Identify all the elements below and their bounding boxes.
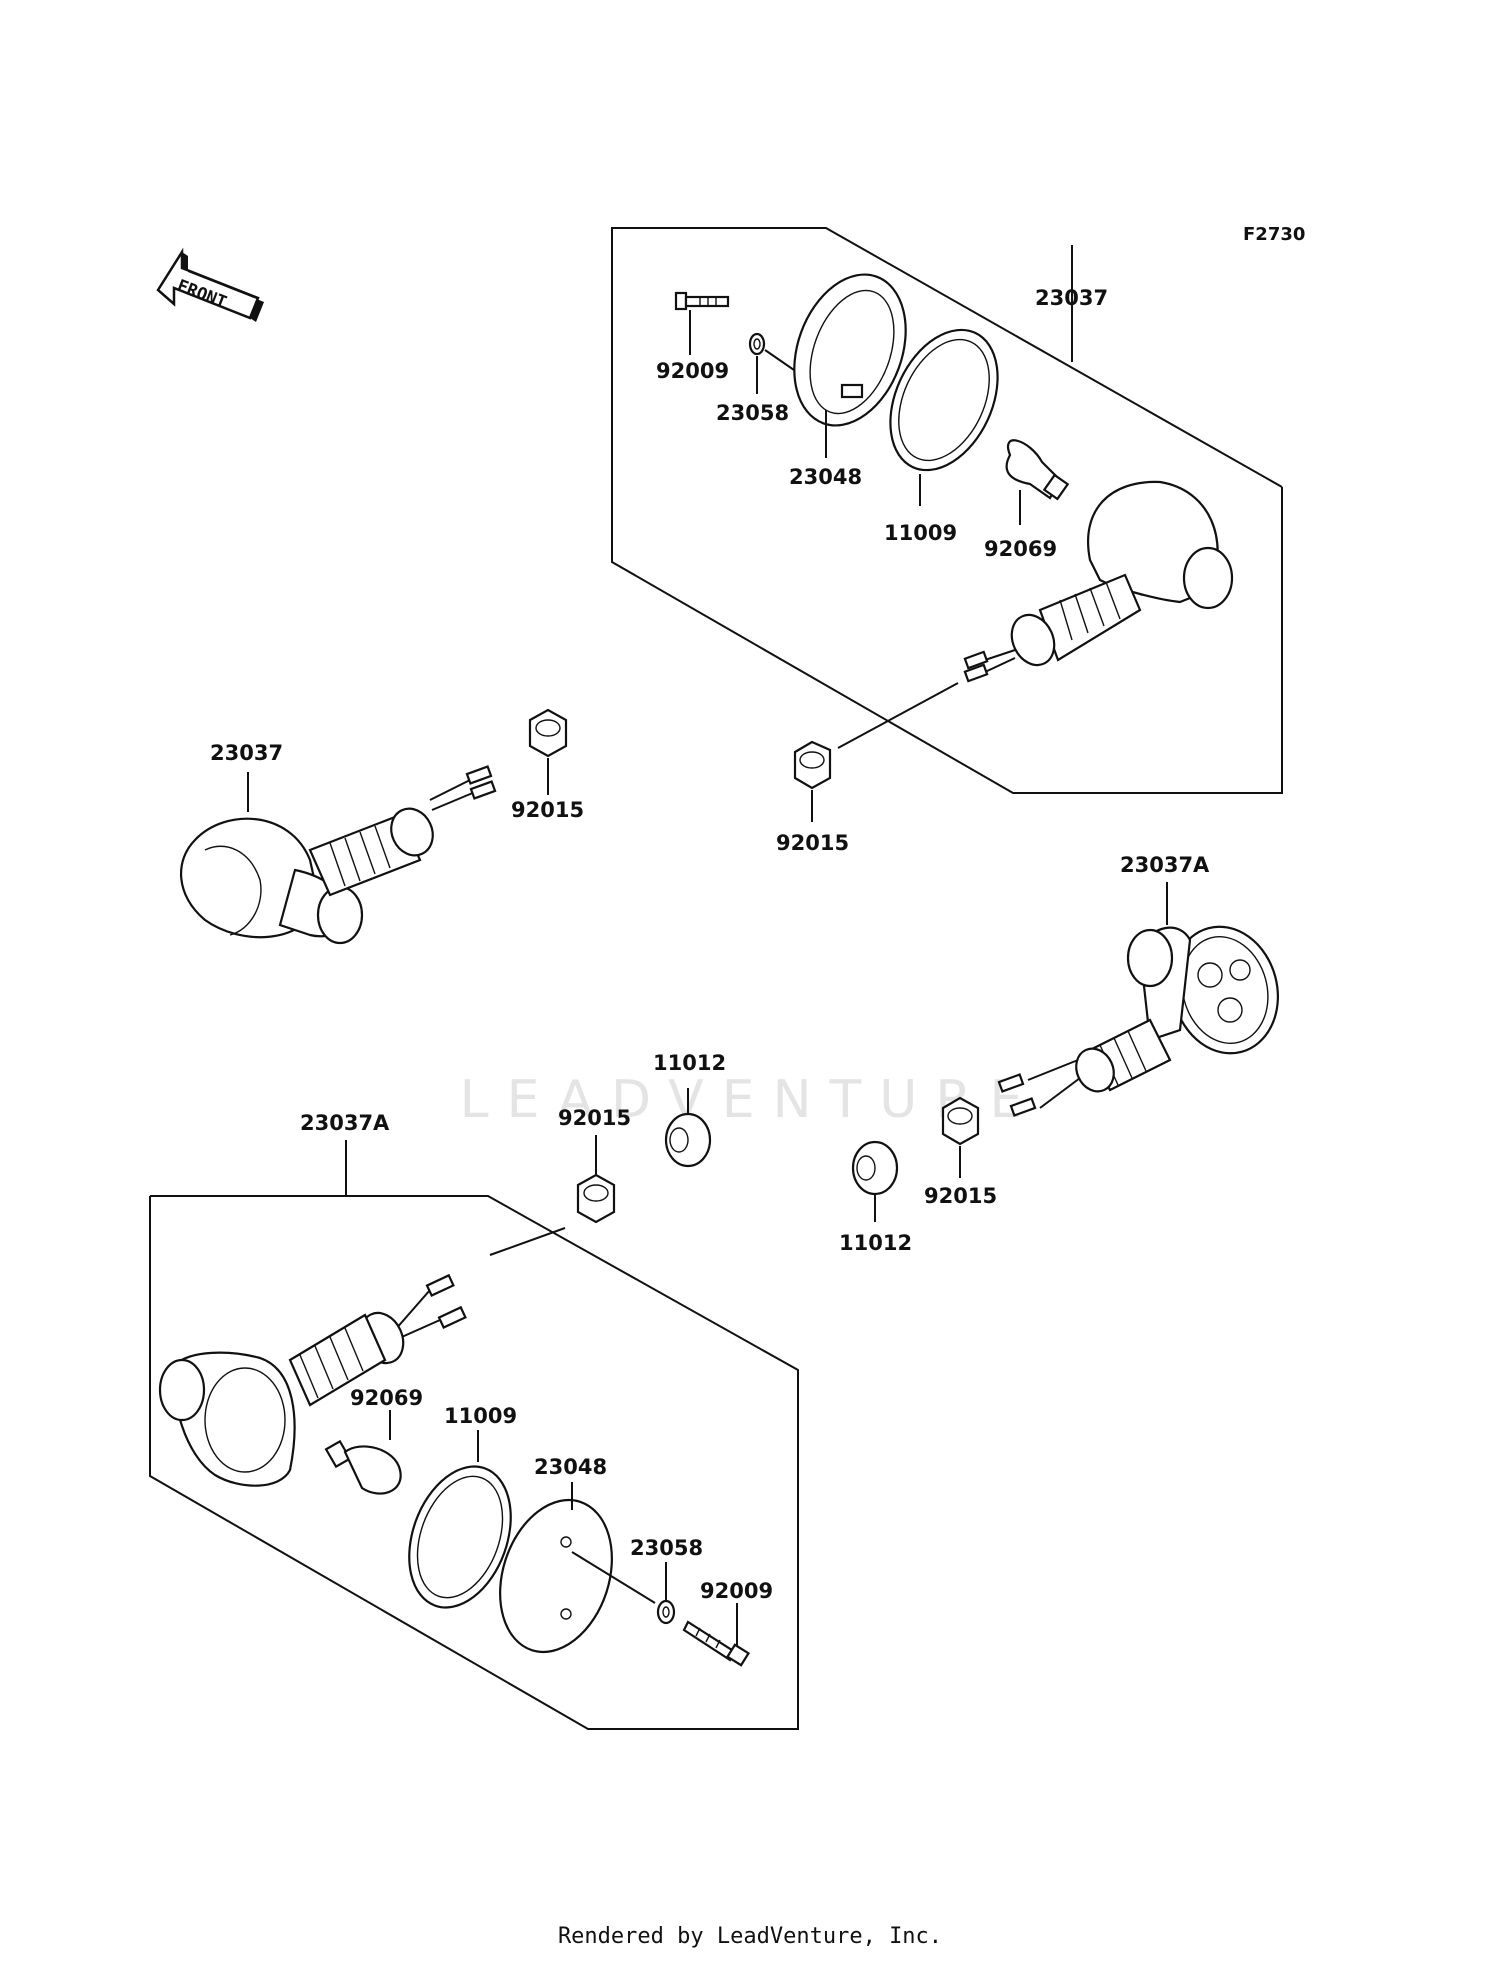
top-assembly-frame: [611, 227, 1283, 794]
left-signal-body: [179, 765, 497, 945]
label-left-nut: 92015: [511, 798, 584, 822]
leader-washer-to-rim: [764, 349, 795, 371]
front-arrow-icon: FRONT: [156, 247, 264, 322]
center-spacer-11012: [664, 1112, 712, 1168]
figure-code: F2730: [1243, 224, 1305, 245]
label-bottom-assembly: 23037A: [300, 1111, 390, 1135]
top-bulb-92069: [1005, 439, 1070, 501]
label-top-washer: 23058: [716, 401, 789, 425]
label-bottom-gasket: 11009: [444, 1404, 517, 1428]
bottom-washer-23058: [656, 1599, 676, 1625]
top-rim-23048: [793, 273, 907, 427]
label-top-assembly: 23037: [1035, 286, 1108, 310]
top-nut-92015: [793, 740, 832, 790]
footer-credit: Rendered by LeadVenture, Inc.: [557, 1924, 943, 1949]
top-gasket-11009: [889, 328, 999, 472]
top-bolt-92009: [674, 291, 730, 311]
top-signal-body: [963, 480, 1234, 683]
label-bottom-bolt: 92009: [700, 1579, 773, 1603]
bottom-rim-23048: [499, 1498, 613, 1654]
label-top-rim: 23048: [789, 465, 862, 489]
bottom-assembly-frame: [149, 1195, 799, 1730]
label-bottom-washer: 23058: [630, 1536, 703, 1560]
bottom-signal-body: [158, 1273, 467, 1487]
top-washer-23058: [748, 332, 766, 356]
label-top-bulb: 92069: [984, 537, 1057, 561]
label-right-spacer: 11012: [839, 1231, 912, 1255]
label-bottom-rim: 23048: [534, 1455, 607, 1479]
label-right-signal: 23037A: [1120, 853, 1210, 877]
label-right-nut: 92015: [924, 1184, 997, 1208]
label-left-signal: 23037: [210, 741, 283, 765]
leader-top-connector: [837, 682, 959, 749]
bottom-nut-92015: [576, 1173, 616, 1224]
label-top-gasket: 11009: [884, 521, 957, 545]
label-top-nut: 92015: [776, 831, 849, 855]
label-bottom-nut: 92015: [558, 1106, 631, 1130]
leader-rim-to-washer: [571, 1551, 656, 1604]
bottom-gasket-11009: [408, 1465, 512, 1609]
bottom-bolt-92009: [682, 1620, 751, 1667]
label-bottom-bulb: 92069: [350, 1386, 423, 1410]
bottom-bulb-92069: [324, 1439, 402, 1495]
leader-bottom-connector: [489, 1227, 566, 1256]
watermark-text: LEADVENTURE: [459, 1070, 1041, 1130]
right-signal-body: [997, 925, 1279, 1117]
left-nut-92015: [528, 708, 568, 758]
label-top-bolt: 92009: [656, 359, 729, 383]
label-center-spacer: 11012: [653, 1051, 726, 1075]
right-nut-92015: [941, 1096, 980, 1146]
right-spacer-11012: [851, 1140, 899, 1196]
